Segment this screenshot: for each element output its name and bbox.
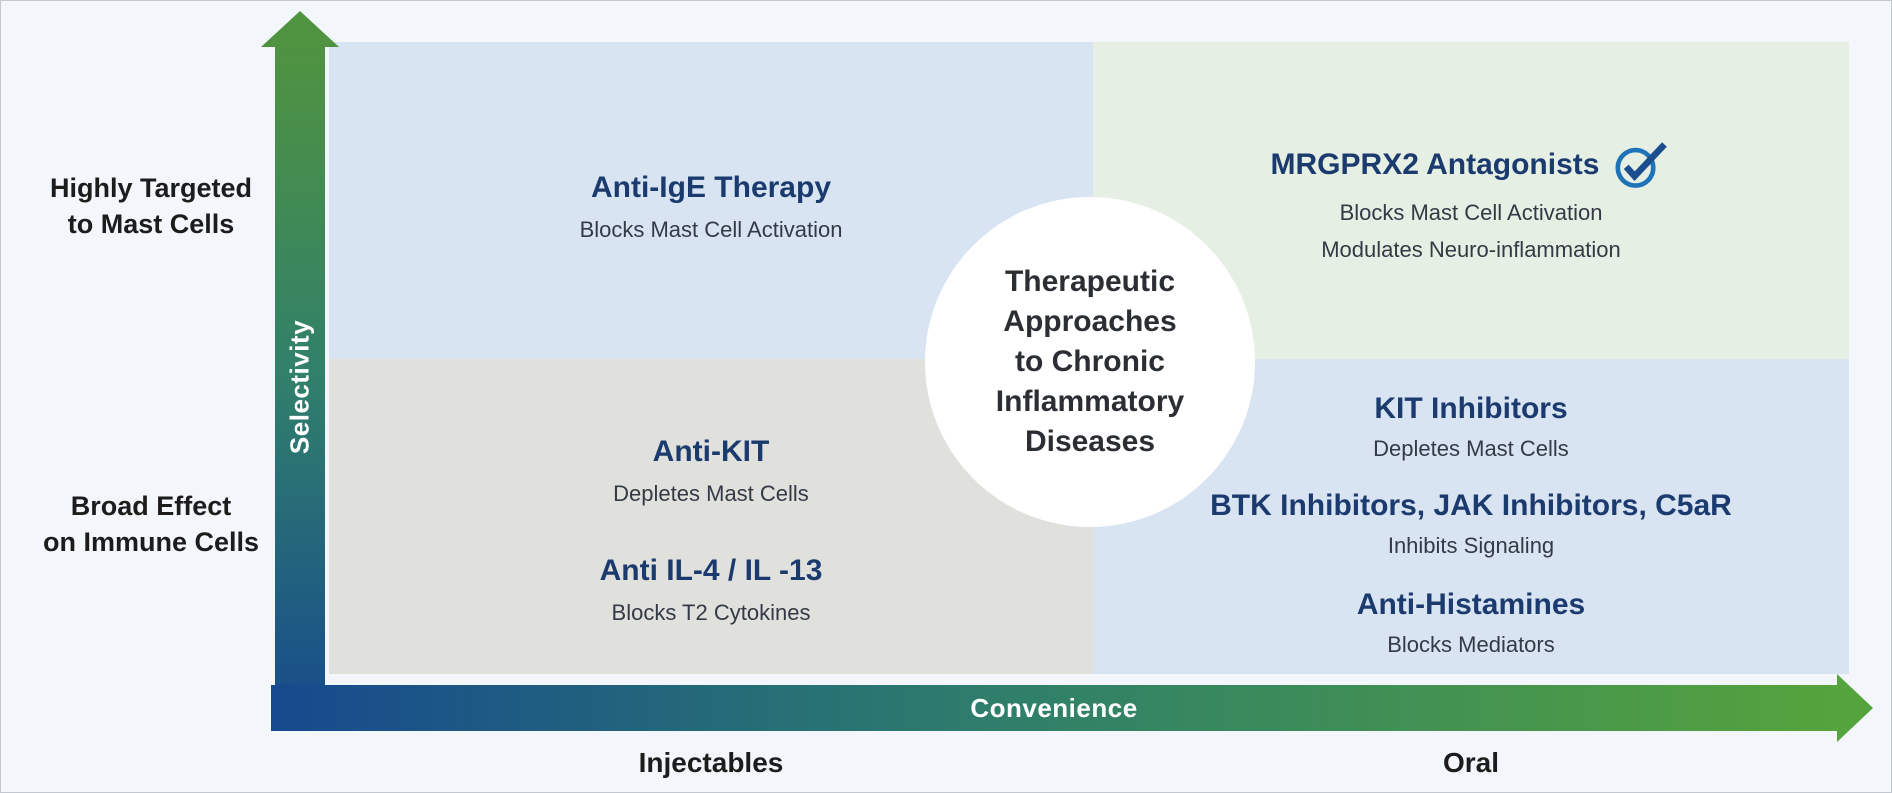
- quadrant-bottom-left-content: Anti-KIT Depletes Mast Cells Anti IL-4 /…: [329, 434, 1093, 626]
- therapy-title: BTK Inhibitors, JAK Inhibitors, C5aR: [1210, 489, 1732, 522]
- quadrant-top-right-content: MRGPRX2 Antagonists Blocks Mast Cell Act…: [1093, 141, 1849, 263]
- quadrant-bottom-right-content: KIT Inhibitors Depletes Mast Cells BTK I…: [1093, 391, 1849, 658]
- y-axis-arrowhead-icon: [261, 11, 339, 47]
- therapy-title: Anti-KIT: [652, 435, 770, 468]
- therapy-title: Anti-IgE Therapy: [590, 171, 831, 204]
- y-axis-label: Selectivity: [284, 319, 315, 455]
- therapy-subtitle: Blocks Mediators: [1387, 632, 1555, 657]
- x-axis-label: Convenience: [970, 692, 1138, 723]
- y-axis-shaft: [275, 45, 325, 731]
- therapy-title: KIT Inhibitors: [1374, 392, 1568, 425]
- therapy-subtitle: Depletes Mast Cells: [1373, 436, 1569, 461]
- quadrant-top-left-content: Anti-IgE Therapy Blocks Mast Cell Activa…: [329, 170, 1093, 243]
- therapy-subtitle: Modulates Neuro-inflammation: [1321, 237, 1621, 262]
- therapy-title-row: MRGPRX2 Antagonists: [1093, 141, 1849, 189]
- y-axis-top-label: Highly Targeted to Mast Cells: [49, 173, 253, 239]
- therapy-title: MRGPRX2 Antagonists: [1270, 148, 1600, 181]
- x-axis-left-label: Injectables: [638, 747, 784, 778]
- therapy-subtitle: Blocks Mast Cell Activation: [579, 217, 843, 242]
- x-axis-shaft: Convenience: [271, 685, 1837, 731]
- therapy-subtitle: Inhibits Signaling: [1387, 533, 1555, 558]
- therapy-subtitle: Blocks Mast Cell Activation: [1339, 200, 1603, 225]
- y-axis-bottom-label: Broad Effect on Immune Cells: [42, 491, 260, 557]
- check-circle-icon: [1615, 140, 1671, 190]
- x-axis-right-label: Oral: [1442, 747, 1500, 778]
- therapy-subtitle: Depletes Mast Cells: [613, 481, 809, 506]
- diagram-title: Therapeutic Approaches to Chronic Inflam…: [995, 265, 1185, 458]
- therapy-title: Anti-Histamines: [1356, 588, 1586, 621]
- therapy-subtitle: Blocks T2 Cytokines: [611, 600, 811, 625]
- therapy-title: Anti IL-4 / IL -13: [599, 554, 823, 587]
- center-title-circle: Therapeutic Approaches to Chronic Inflam…: [925, 197, 1255, 527]
- x-axis-arrowhead-icon: [1837, 674, 1873, 742]
